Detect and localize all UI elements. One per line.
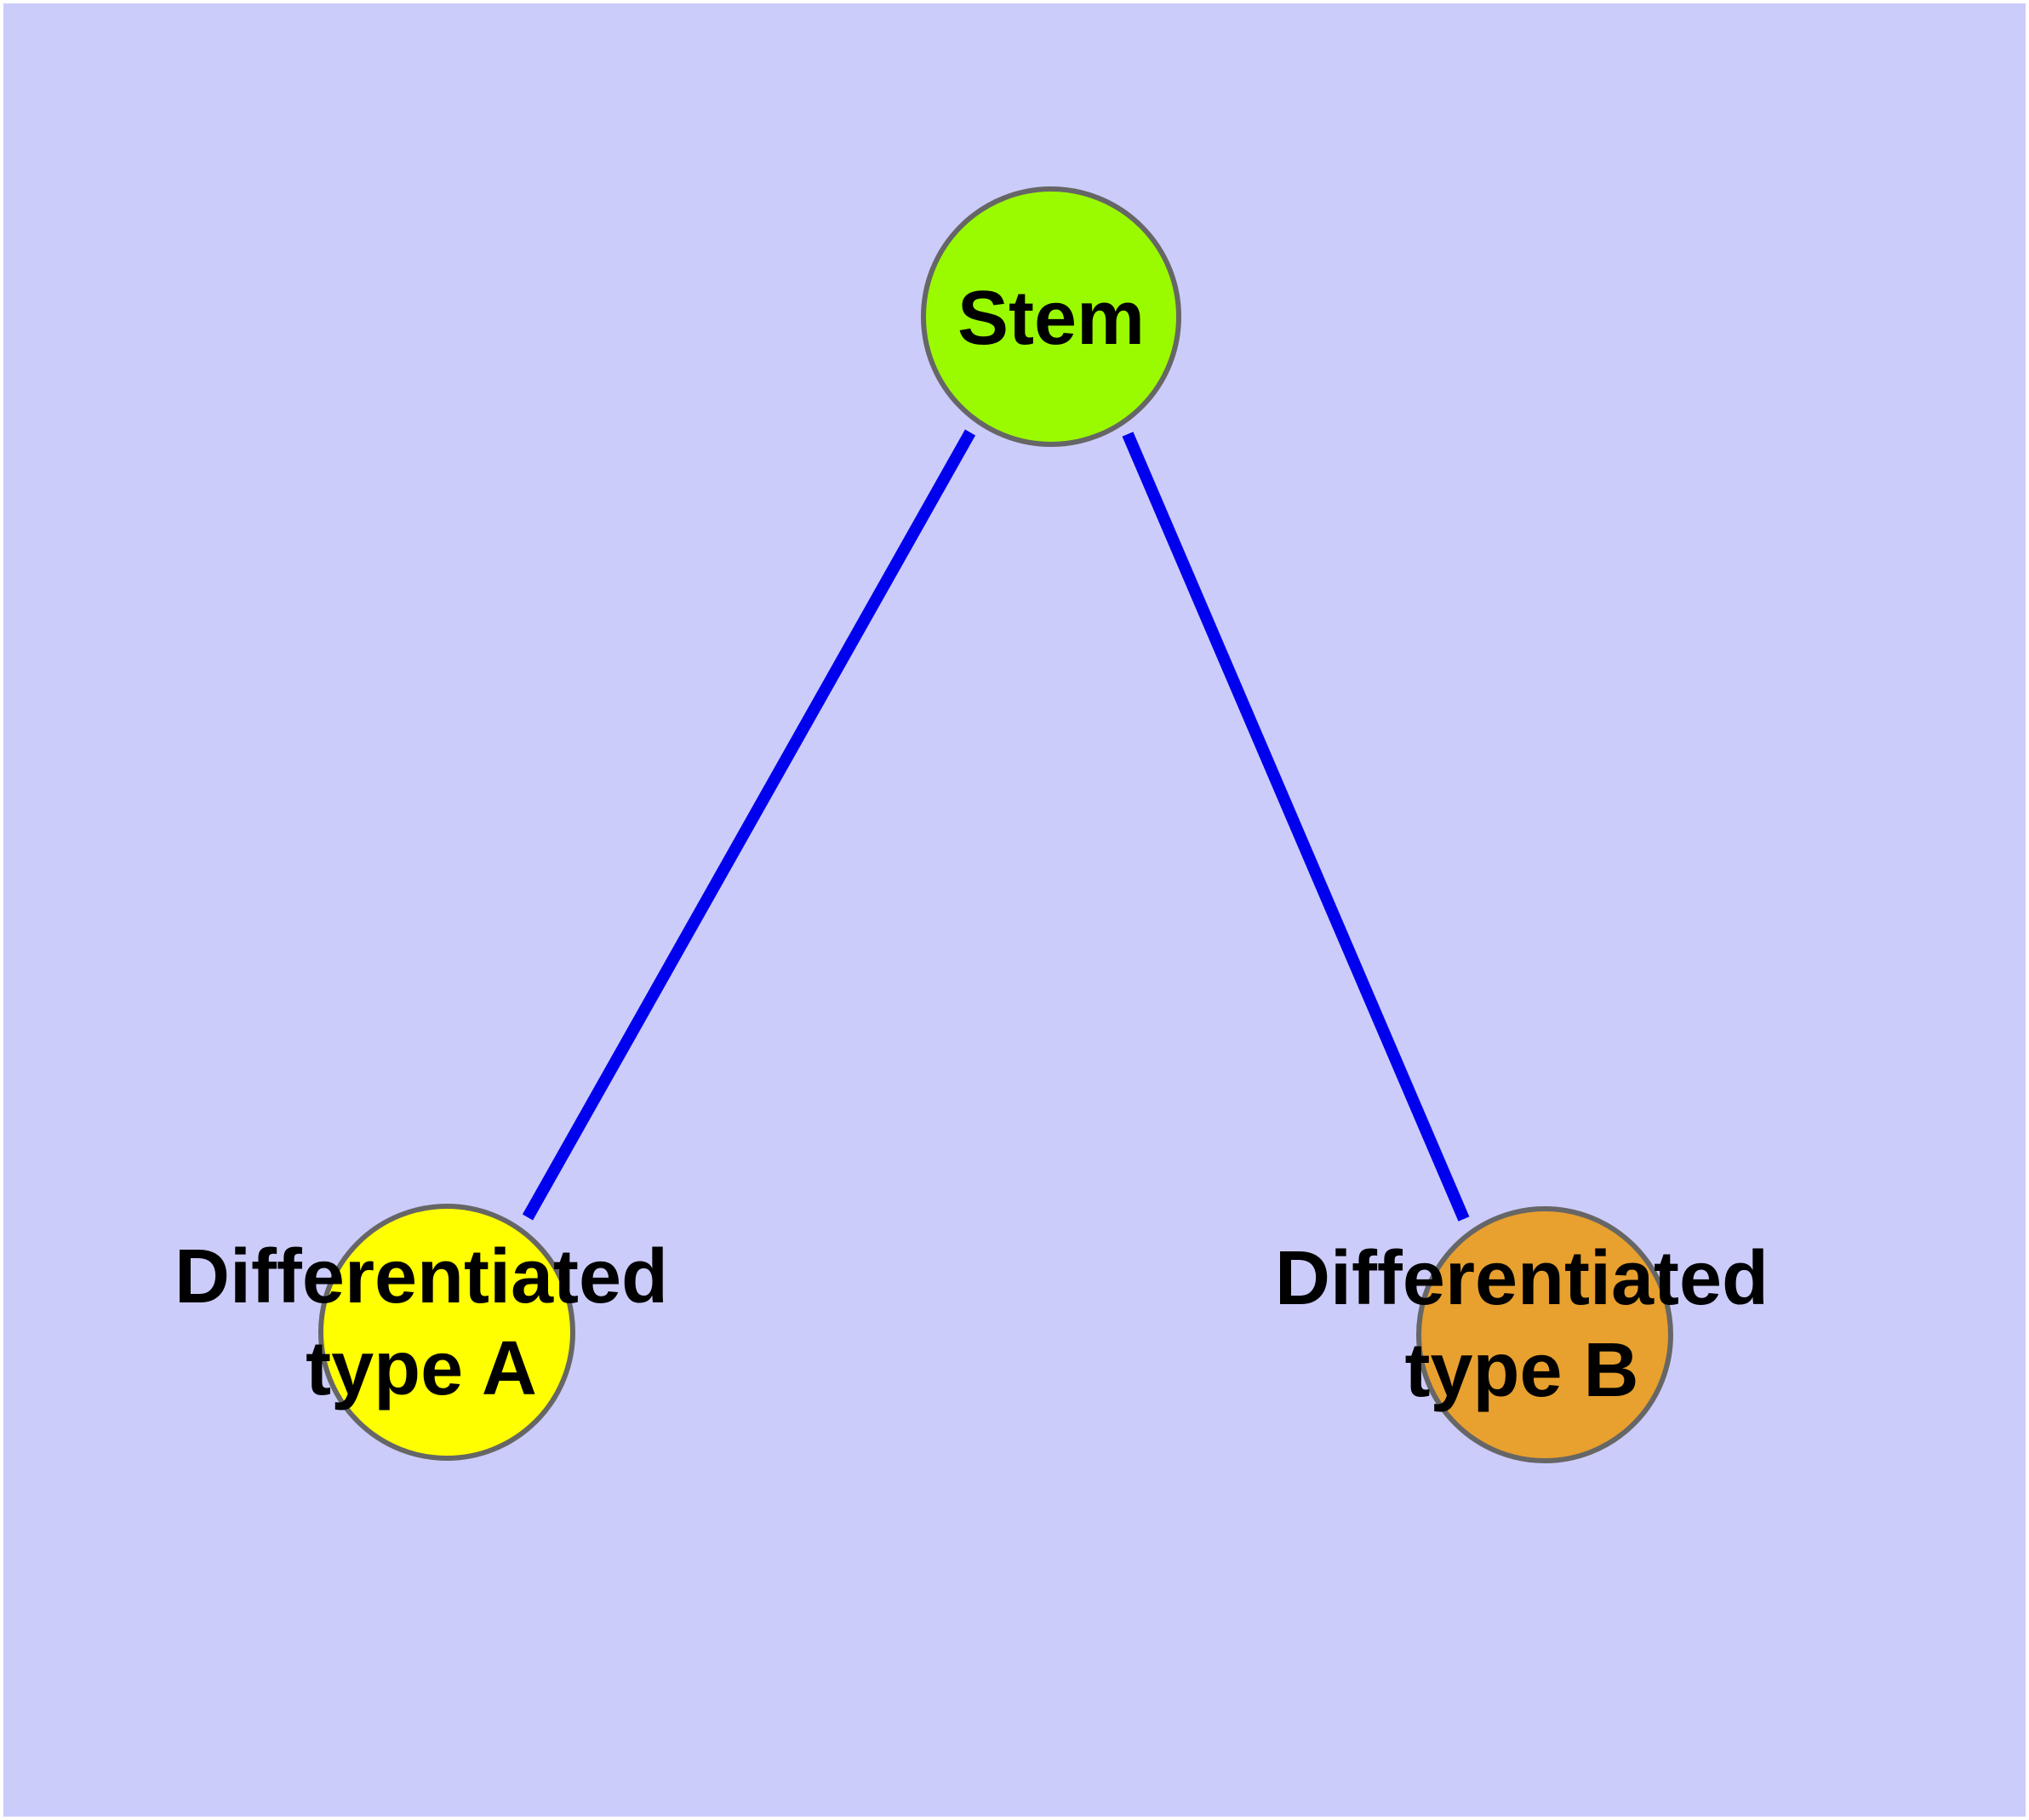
node-differentiated-type-b[interactable] [1416, 1206, 1673, 1463]
node-label-differentiated-type-b-line2: type B [1404, 1328, 1638, 1413]
node-differentiated-type-a[interactable] [318, 1204, 575, 1461]
edge-stem-to-differentiated-type-a[interactable] [522, 429, 976, 1221]
node-label-differentiated-type-a-line2: type A [306, 1326, 537, 1411]
node-label-differentiated-type-b-line1: Differentiated [1275, 1236, 1769, 1321]
label-layer: Stem Differentiated type A Differentiate… [174, 276, 1769, 1413]
edge-layer [522, 429, 1470, 1222]
node-layer [318, 186, 1673, 1463]
node-label-stem: Stem [957, 276, 1145, 361]
node-label-differentiated-type-a-line1: Differentiated [174, 1234, 668, 1319]
node-stem[interactable] [921, 186, 1181, 447]
edge-stem-to-differentiated-type-b[interactable] [1122, 432, 1470, 1222]
